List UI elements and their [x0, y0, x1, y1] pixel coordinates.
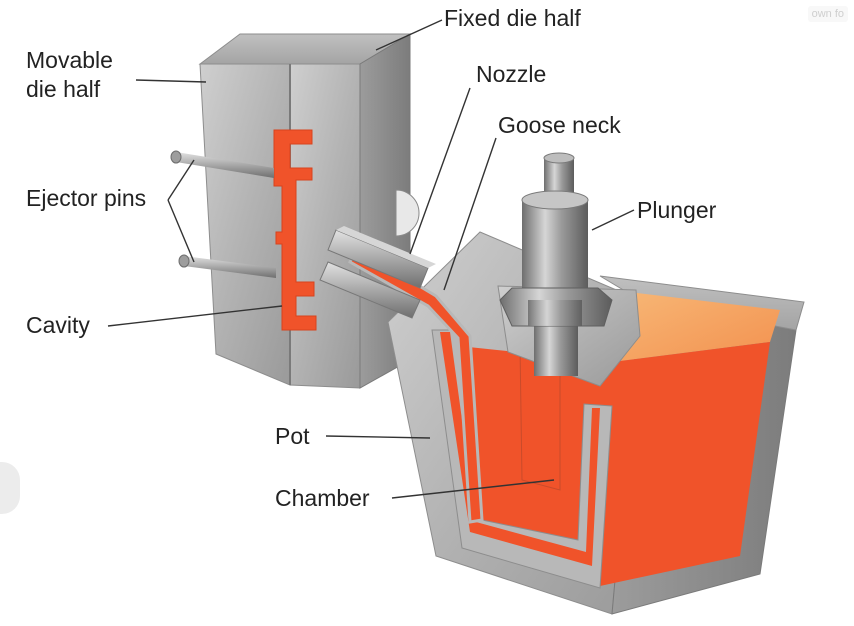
leader-chamber: [391, 479, 555, 499]
ejector-pin-lower: [178, 254, 276, 278]
label-chamber: Chamber: [275, 485, 370, 511]
label-ejector-pins: Ejector pins: [26, 185, 147, 211]
fixed-die-half: [289, 63, 361, 389]
molten-metal-surface: [612, 290, 780, 362]
ejector-pin-upper: [170, 150, 274, 178]
leader-lines: [107, 19, 635, 499]
ejector-pins: [170, 150, 276, 278]
label-nozzle: Nozzle: [476, 61, 547, 87]
goose-neck-nozzle: [319, 226, 484, 524]
nozzle-lower: [319, 261, 421, 319]
leader-fixed-die-half: [375, 19, 443, 51]
side-panel-tab[interactable]: [0, 462, 20, 514]
plunger-body: [522, 200, 588, 300]
label-fixed-die-half: Fixed die half: [444, 5, 581, 31]
leader-ejector-upper: [167, 159, 195, 201]
label-movable-die-half: Movable die half: [26, 47, 113, 102]
sprue-recess: [395, 189, 420, 237]
leader-nozzle: [409, 87, 471, 255]
label-plunger: Plunger: [637, 197, 717, 223]
goose-neck: [348, 245, 484, 524]
die-assembly: [198, 33, 420, 389]
label-goose-neck: Goose neck: [498, 112, 621, 138]
label-pot: Pot: [275, 423, 310, 449]
watermark-text: own fo: [807, 6, 848, 22]
label-cavity: Cavity: [26, 312, 90, 338]
leader-ejector-lower: [167, 199, 195, 263]
leader-pot: [325, 435, 431, 439]
plunger: [499, 152, 613, 376]
leader-goose-neck: [443, 137, 497, 291]
leader-cavity: [107, 305, 283, 327]
leader-plunger: [591, 209, 635, 231]
die-cavity: [273, 129, 317, 331]
leader-movable-die-half: [135, 79, 207, 83]
movable-die-half: [199, 63, 291, 386]
nozzle-upper: [327, 226, 436, 289]
